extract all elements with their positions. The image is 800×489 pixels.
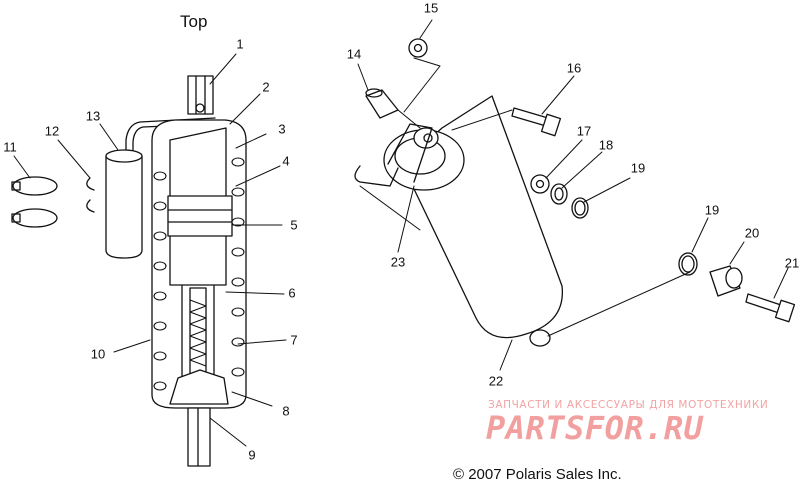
leader-lines — [13, 19, 789, 447]
callout-15: 15 — [423, 0, 439, 16]
mount-brackets — [86, 177, 95, 213]
callout-8: 8 — [282, 403, 290, 419]
diagram-heading: Top — [180, 12, 208, 31]
callout-10: 10 — [90, 346, 106, 362]
bushing-20 — [709, 265, 743, 297]
callout-21: 21 — [784, 255, 800, 271]
callout-14: 14 — [346, 46, 362, 62]
washer-19 — [571, 197, 698, 276]
callout-16: 16 — [566, 60, 582, 76]
callout-22: 22 — [488, 373, 504, 389]
callout-17: 17 — [576, 123, 592, 139]
callout-4: 4 — [282, 153, 290, 169]
bolt-16 — [511, 107, 562, 137]
shock-cutaway — [125, 75, 247, 467]
shock-assembled — [354, 95, 563, 347]
callout-13: 13 — [85, 108, 101, 124]
callout-18: 18 — [598, 137, 614, 153]
callout-2: 2 — [262, 79, 270, 95]
sleeve-14 — [365, 88, 399, 119]
callout-11: 11 — [3, 139, 17, 155]
watermark-subtitle: ЗАПЧАСТИ И АКСЕССУАРЫ ДЛЯ МОТОТЕХНИКИ — [488, 399, 769, 411]
washer-18 — [550, 183, 568, 205]
callout-7: 7 — [290, 332, 298, 348]
callout-9: 9 — [248, 447, 256, 463]
nut-15 — [408, 38, 428, 58]
callout-20: 20 — [744, 225, 760, 241]
assembly-lines — [359, 57, 691, 337]
hose-clamps — [11, 176, 58, 228]
nut-17 — [530, 174, 550, 194]
callout-19a: 19 — [630, 160, 646, 176]
callout-19b: 19 — [704, 202, 720, 218]
bolt-21 — [745, 293, 796, 323]
callout-5: 5 — [290, 217, 298, 233]
callout-1: 1 — [236, 36, 244, 52]
copyright-notice: © 2007 Polaris Sales Inc. — [453, 466, 622, 483]
callout-3: 3 — [278, 121, 286, 137]
reservoir-canister — [105, 149, 143, 259]
watermark-brand: PARTSFOR.RU — [486, 409, 704, 447]
callout-12: 12 — [44, 123, 60, 139]
callout-6: 6 — [288, 285, 296, 301]
callout-23: 23 — [390, 254, 406, 270]
